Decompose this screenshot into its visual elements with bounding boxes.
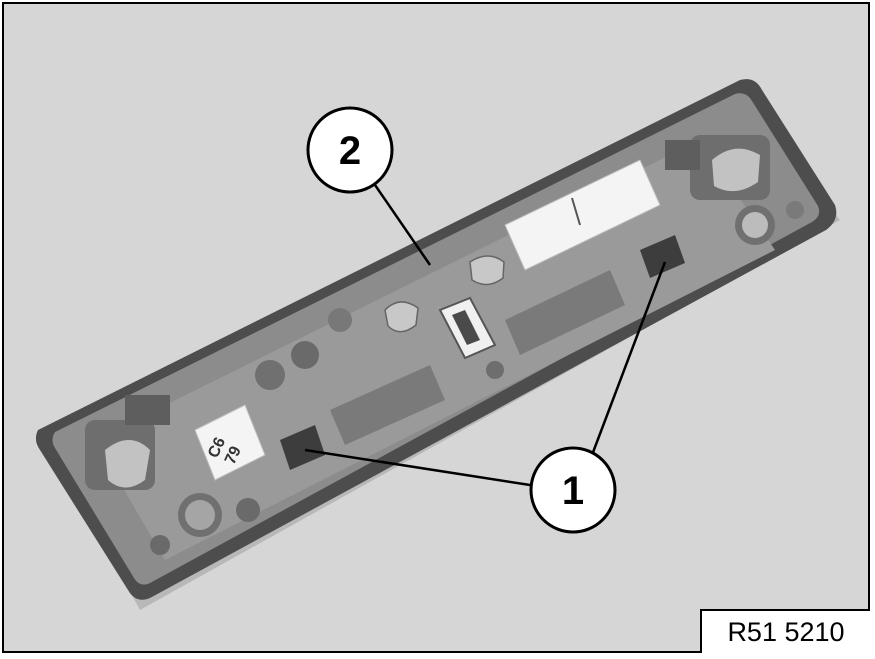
embossed-marks [330,270,625,445]
dark-pad-right [640,235,685,278]
left-clip [85,395,170,490]
leader-lines [304,184,667,487]
right-clip [665,135,770,200]
callout-1: 1 [529,446,617,534]
callout-2: 2 [306,106,394,194]
leader-line-1b [590,261,667,456]
connector-socket [438,296,497,360]
label-text-2: 79 [222,444,245,467]
label-sticker-left [194,404,266,481]
small-fasteners [384,255,505,333]
label-sticker-right [504,159,661,271]
dark-pad-left [280,425,325,470]
leader-line-1a [304,448,531,487]
callout-1-label: 1 [562,469,584,513]
callout-2-label: 2 [339,129,361,173]
leader-line-2 [373,184,432,266]
figure-reference: R51 5210 [700,609,870,653]
mounting-holes [150,201,804,555]
